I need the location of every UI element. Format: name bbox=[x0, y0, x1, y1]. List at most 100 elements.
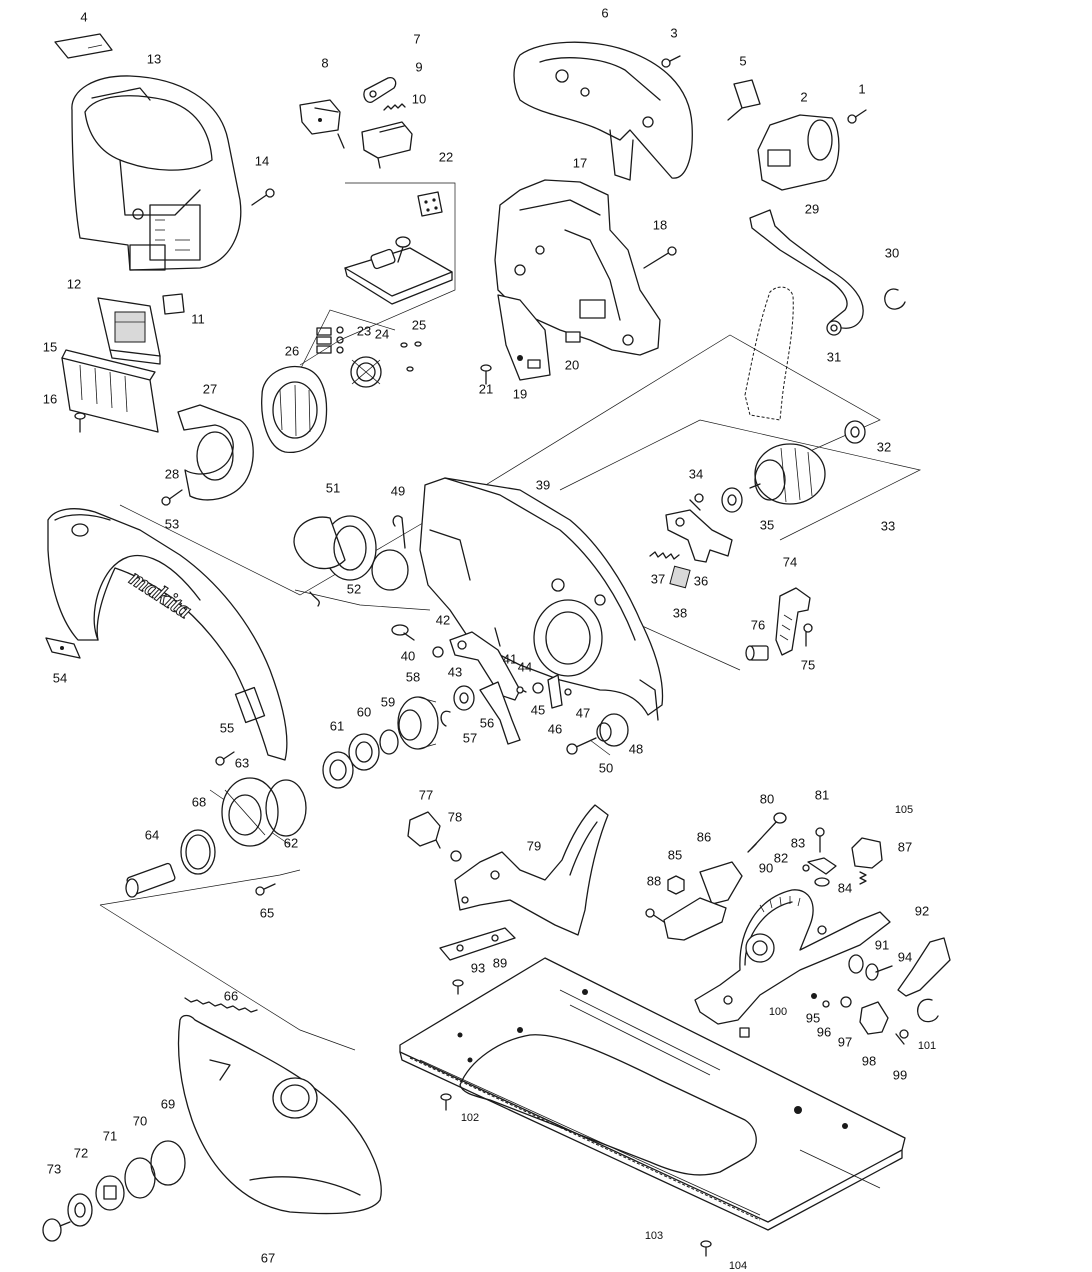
label-31: 31 bbox=[827, 349, 841, 364]
label-49: 49 bbox=[391, 483, 405, 498]
label-46: 46 bbox=[548, 721, 562, 736]
part-74-lever bbox=[775, 587, 811, 656]
label-50: 50 bbox=[599, 760, 613, 775]
part-41-pin bbox=[494, 627, 501, 647]
part-10-lock-lever bbox=[361, 121, 413, 169]
label-68: 68 bbox=[192, 794, 206, 809]
part-97-washer bbox=[840, 996, 852, 1008]
part-84-spring-washer bbox=[814, 877, 830, 887]
part-91-washer bbox=[848, 954, 864, 974]
label-79: 79 bbox=[527, 838, 541, 853]
part-20-connector bbox=[565, 331, 581, 343]
part-100-pin bbox=[739, 1027, 750, 1038]
label-53: 53 bbox=[165, 516, 179, 531]
part-103-base-plate bbox=[399, 957, 906, 1231]
label-90: 90 bbox=[759, 860, 773, 875]
label-72: 72 bbox=[74, 1145, 88, 1160]
part-57-retaining-ring bbox=[440, 710, 451, 727]
label-66: 66 bbox=[224, 988, 238, 1003]
part-50-bolt bbox=[566, 737, 597, 755]
label-16: 16 bbox=[43, 391, 57, 406]
label-58: 58 bbox=[406, 669, 420, 684]
label-99: 99 bbox=[893, 1067, 907, 1082]
label-37: 37 bbox=[651, 571, 665, 586]
depth-lever bbox=[479, 681, 521, 745]
label-27: 27 bbox=[203, 381, 217, 396]
label-15: 15 bbox=[43, 339, 57, 354]
part-56-bearing bbox=[453, 685, 475, 711]
label-82: 82 bbox=[774, 850, 788, 865]
part-1-screw bbox=[847, 109, 867, 124]
label-36: 36 bbox=[694, 573, 708, 588]
hand-outline-dashed bbox=[744, 286, 794, 421]
label-77: 77 bbox=[419, 787, 433, 802]
label-19: 19 bbox=[513, 386, 527, 401]
label-74: 74 bbox=[783, 554, 797, 569]
label-38: 38 bbox=[673, 605, 687, 620]
part-7-lock-button bbox=[363, 76, 397, 103]
label-59: 59 bbox=[381, 694, 395, 709]
label-22: 22 bbox=[439, 149, 453, 164]
part-37-spring bbox=[649, 551, 680, 560]
label-67: 67 bbox=[261, 1250, 275, 1265]
label-44: 44 bbox=[518, 659, 532, 674]
part-2-battery-terminal bbox=[757, 114, 840, 191]
label-69: 69 bbox=[161, 1096, 175, 1111]
label-42: 42 bbox=[436, 612, 450, 627]
part-6-housing-cover bbox=[513, 41, 693, 181]
label-78: 78 bbox=[448, 809, 462, 824]
part-26-stator bbox=[261, 366, 328, 454]
spring-clip-small bbox=[309, 591, 320, 607]
part-85-nut bbox=[667, 875, 685, 895]
label-101: 101 bbox=[918, 1040, 936, 1052]
part-94-bolt bbox=[865, 963, 893, 981]
part-65-screw bbox=[255, 883, 276, 896]
label-61: 61 bbox=[330, 718, 344, 733]
part-42-washer-screw bbox=[432, 646, 444, 658]
label-39: 39 bbox=[536, 477, 550, 492]
part-75-screw bbox=[803, 623, 813, 647]
label-62: 62 bbox=[284, 835, 298, 850]
part-72-outer-flange bbox=[67, 1193, 93, 1227]
part-95-screw bbox=[811, 993, 817, 999]
label-84: 84 bbox=[838, 880, 852, 895]
label-26: 26 bbox=[285, 343, 299, 358]
label-29: 29 bbox=[805, 201, 819, 216]
label-25: 25 bbox=[412, 317, 426, 332]
label-76: 76 bbox=[751, 617, 765, 632]
part-60-bearing bbox=[348, 733, 380, 771]
part-48-bushing bbox=[596, 713, 629, 747]
label-56: 56 bbox=[480, 715, 494, 730]
label-95: 95 bbox=[806, 1010, 820, 1025]
label-89: 89 bbox=[493, 955, 507, 970]
part-86-bracket bbox=[699, 861, 743, 905]
part-44-screw bbox=[516, 686, 527, 694]
part-34-screw bbox=[689, 493, 704, 511]
part-105-clamp-lever bbox=[851, 837, 883, 869]
guide-lines bbox=[99, 182, 922, 1051]
part-32-bearing bbox=[844, 420, 866, 444]
part-66-spring bbox=[184, 997, 258, 1013]
part-51-dust-nozzle bbox=[293, 515, 377, 581]
part-73-bolt bbox=[42, 1218, 71, 1242]
part-78-washer bbox=[450, 850, 462, 862]
label-48: 48 bbox=[629, 741, 643, 756]
label-18: 18 bbox=[653, 217, 667, 232]
label-57: 57 bbox=[463, 730, 477, 745]
part-58-gear bbox=[397, 696, 439, 750]
part-98-knob bbox=[859, 1001, 889, 1035]
label-96: 96 bbox=[817, 1024, 831, 1039]
label-103: 103 bbox=[645, 1230, 663, 1242]
part-47-screw bbox=[564, 688, 572, 696]
part-70-ring bbox=[124, 1157, 156, 1199]
label-11: 11 bbox=[191, 311, 205, 326]
part-16-screw bbox=[74, 412, 86, 433]
label-23: 23 bbox=[357, 323, 371, 338]
label-1: 1 bbox=[858, 81, 865, 96]
part-9-spring bbox=[383, 103, 406, 111]
part-64-spindle bbox=[125, 862, 176, 898]
part-99-screw bbox=[895, 1029, 909, 1045]
part-76-shaft bbox=[745, 645, 769, 661]
label-104: 104 bbox=[729, 1260, 747, 1272]
part-89-plate bbox=[439, 927, 516, 961]
